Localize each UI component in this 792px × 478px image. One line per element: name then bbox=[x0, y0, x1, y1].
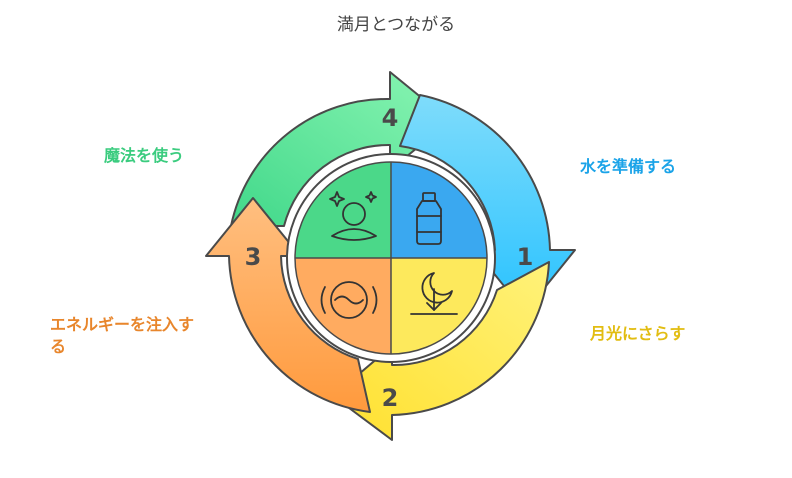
step-number-1: 1 bbox=[517, 243, 534, 271]
water-bottle-icon bbox=[416, 192, 442, 245]
center-hub bbox=[286, 153, 496, 363]
step-label-3: エネルギーを注入する bbox=[50, 314, 200, 358]
arrow-step-1 bbox=[399, 94, 576, 313]
step-number-4: 4 bbox=[382, 104, 399, 132]
step-number-3: 3 bbox=[245, 243, 262, 271]
arrow-step-4 bbox=[230, 71, 451, 227]
step-label-1: 水を準備する bbox=[580, 157, 677, 176]
moon-download-icon bbox=[410, 272, 458, 315]
step-label-3-text: エネルギーを注入する bbox=[50, 315, 195, 356]
step-label-2: 月光にさらす bbox=[590, 324, 686, 343]
energy-orb-icon bbox=[320, 281, 378, 319]
diagram-title: 満月とつながる bbox=[336, 15, 456, 35]
sparkle-meditation-icon bbox=[329, 191, 377, 241]
arrow-step-3 bbox=[205, 197, 371, 413]
arrow-step-2 bbox=[332, 261, 550, 441]
step-number-2: 2 bbox=[382, 384, 399, 412]
step-label-4: 魔法を使う bbox=[104, 146, 185, 165]
